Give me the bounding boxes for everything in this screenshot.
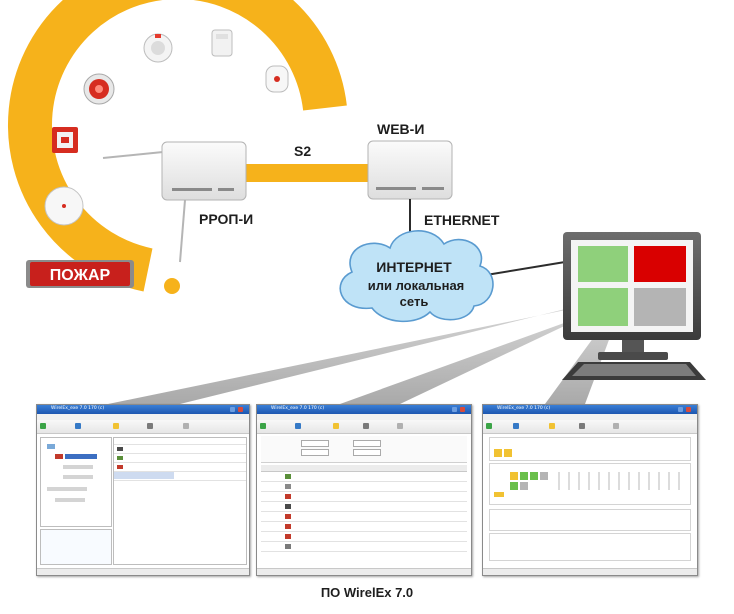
window-title: WirelEx_exe 7.0 170 (c) [497, 406, 551, 411]
software-caption: ПО WirelEx 7.0 [321, 585, 413, 600]
group-panel-1 [489, 437, 691, 461]
list-panel [113, 437, 247, 565]
s2-link [245, 164, 370, 182]
fire-sign-label: ПОЖАР [50, 267, 111, 284]
siren-icon [83, 73, 115, 105]
toolbar [37, 420, 249, 434]
tool-service[interactable] [579, 423, 585, 430]
screenshot-tree-view: WirelEx_exe 7.0 170 (c) [36, 404, 250, 576]
minimize-icon[interactable] [230, 406, 235, 412]
tool-state[interactable] [113, 423, 119, 430]
ethernet-label: ETHERNET [424, 212, 500, 228]
smoke-detector-icon [143, 33, 173, 63]
rrop-device [102, 141, 247, 263]
tool-events[interactable] [486, 423, 492, 430]
wireless-detector-icon [211, 29, 233, 57]
tool-update[interactable] [613, 423, 619, 430]
tool-config[interactable] [75, 423, 81, 430]
tree-panel [40, 437, 112, 527]
close-icon[interactable] [460, 406, 465, 412]
window-title: WirelEx_exe 7.0 170 (c) [51, 406, 105, 411]
group-panel-4 [489, 533, 691, 561]
bottom-panel [40, 529, 112, 565]
window-titlebar: WirelEx_exe 7.0 170 (c) [257, 405, 471, 414]
cloud-line-2: или локальная [368, 278, 465, 293]
close-icon[interactable] [238, 406, 243, 412]
web-label: WEB-И [377, 121, 424, 137]
window-titlebar: WirelEx_exe 7.0 170 (c) [483, 405, 697, 414]
menubar [483, 414, 697, 420]
tool-update[interactable] [397, 423, 403, 430]
close-icon[interactable] [686, 406, 691, 412]
toolbar [483, 420, 697, 434]
s2-label: S2 [294, 143, 311, 159]
tool-events[interactable] [260, 423, 266, 430]
network-cable [479, 261, 566, 277]
menubar [37, 414, 249, 420]
web-device [367, 140, 453, 200]
window-title: WirelEx_exe 7.0 170 (c) [271, 406, 325, 411]
window-titlebar: WirelEx_exe 7.0 170 (c) [37, 405, 249, 414]
monitor [562, 232, 706, 380]
toolbar [257, 420, 471, 434]
events-table [261, 465, 467, 563]
tool-config[interactable] [295, 423, 301, 430]
menubar [257, 414, 471, 420]
status-bar [257, 568, 471, 575]
manual-call-point-icon [52, 127, 78, 153]
minimize-icon[interactable] [678, 406, 683, 412]
filter-area [261, 436, 467, 463]
screenshot-grid-view: WirelEx_exe 7.0 170 (c) [482, 404, 698, 576]
status-bar [483, 568, 697, 575]
tool-service[interactable] [147, 423, 153, 430]
group-panel-2 [489, 463, 691, 505]
cloud-line-1: ИНТЕРНЕТ [376, 259, 452, 275]
tool-update[interactable] [183, 423, 189, 430]
door-sensor-icon [44, 186, 84, 226]
connection-beams [108, 298, 622, 404]
tool-service[interactable] [363, 423, 369, 430]
tool-state[interactable] [549, 423, 555, 430]
tool-events[interactable] [40, 423, 46, 430]
key-fob-icon [265, 65, 289, 93]
internet-cloud [339, 230, 494, 323]
minimize-icon[interactable] [452, 406, 457, 412]
cloud-line-3: сеть [400, 294, 429, 309]
rrop-label: РРОП-И [199, 211, 253, 227]
status-bar [37, 568, 249, 575]
screenshot-table-view: WirelEx_exe 7.0 170 (c) [256, 404, 472, 576]
fire-sign-icon: ПОЖАР [26, 260, 134, 288]
tool-config[interactable] [513, 423, 519, 430]
group-panel-3 [489, 509, 691, 531]
tool-state[interactable] [333, 423, 339, 430]
